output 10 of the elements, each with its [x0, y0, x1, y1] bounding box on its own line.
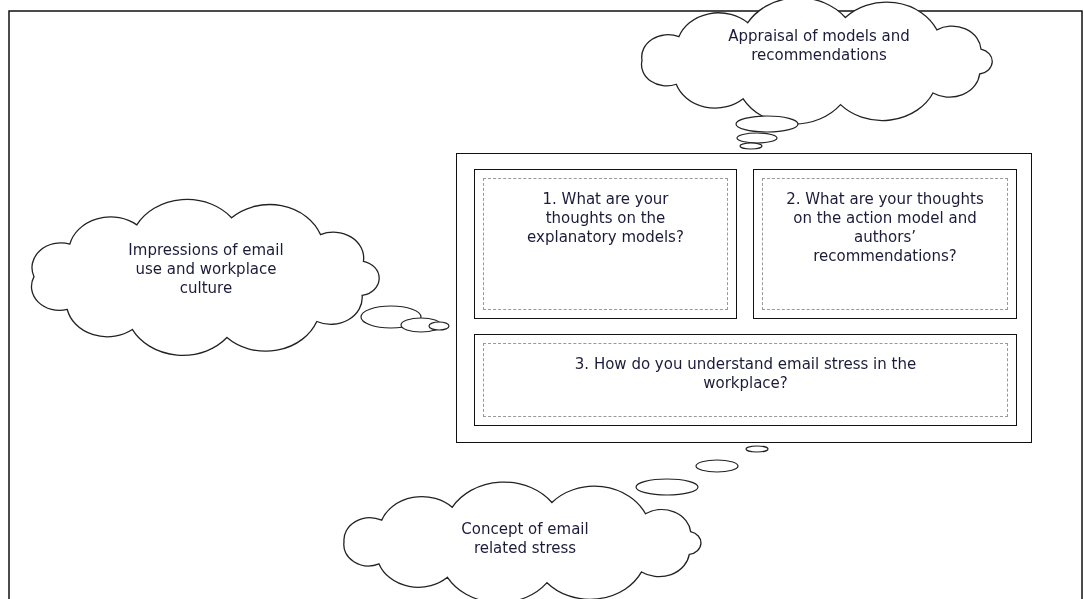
- question-box: [474, 169, 737, 319]
- question-box: [474, 334, 1017, 426]
- question-text: 1. What are your thoughts on the explanatory models?: [526, 190, 685, 247]
- cloud-label: Concept of email related stress: [460, 520, 590, 558]
- cloud-label: Appraisal of models and recommendations: [727, 27, 911, 65]
- question-text: 2. What are your thoughts on the action model and authors’ recommendations?: [785, 190, 985, 266]
- container-box: [456, 153, 1032, 443]
- question-box: [753, 169, 1017, 319]
- question-text: 3. How do you understand email stress in the workplace?: [573, 355, 918, 393]
- cloud-label: Impressions of email use and workplace culture: [127, 241, 285, 298]
